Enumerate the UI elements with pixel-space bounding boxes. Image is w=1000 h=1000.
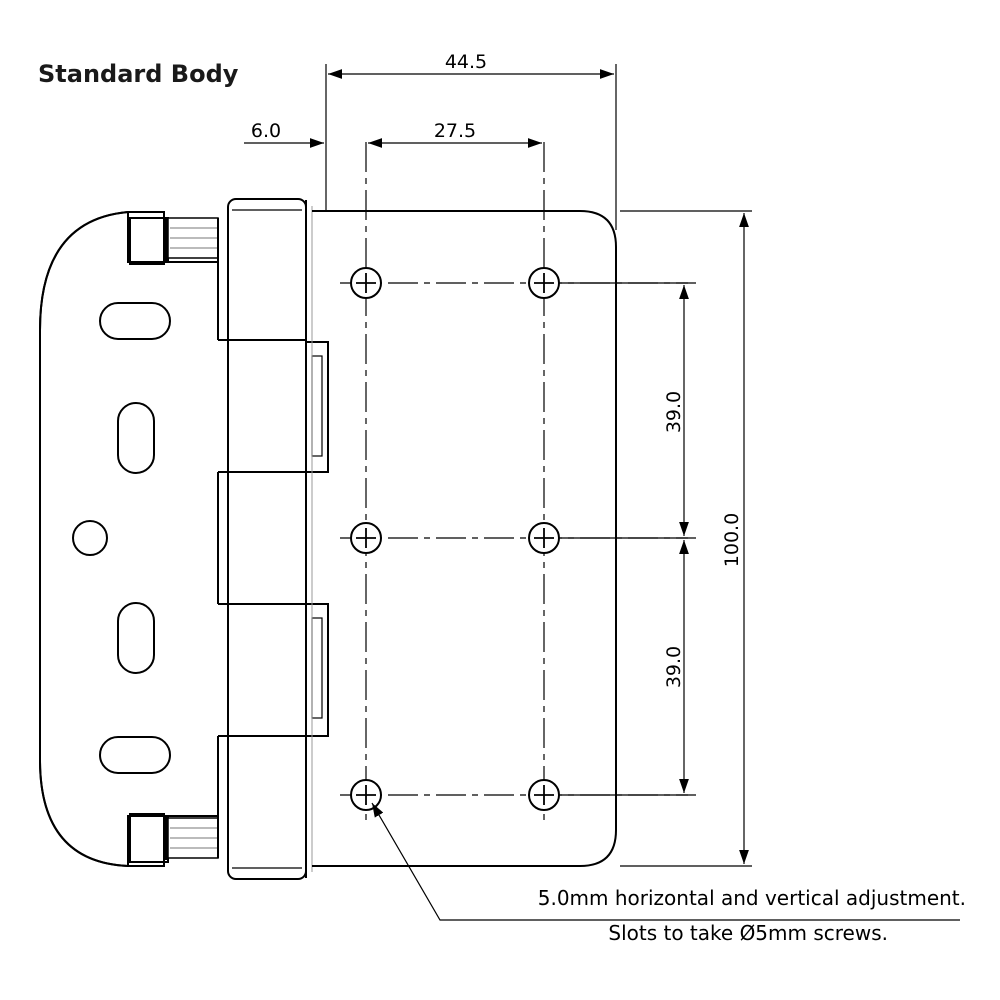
extension-lines [325,64,752,867]
left-leaf-outline [39,211,218,867]
svg-text:44.5: 44.5 [445,51,487,73]
screw-hole-r3c2 [528,779,560,811]
round-hole [72,520,108,556]
svg-text:39.0: 39.0 [663,391,685,433]
svg-text:6.0: 6.0 [251,120,281,142]
centre-lines [340,142,688,820]
hinge-knuckle [217,198,329,880]
left-leaf-edge [39,211,130,867]
note-line-1: 5.0mm horizontal and vertical adjustment… [538,886,966,910]
dim-hole-spacing-vertical-lower: 39.0 [663,540,689,793]
screw-hole-r1c1 [350,267,382,299]
slot-horizontal-top [99,302,171,340]
slot-vertical-lower [117,602,155,674]
note-leader [371,802,960,921]
dim-overall-height: 100.0 [721,213,749,864]
slot-vertical-upper [117,402,155,474]
dim-hole-spacing-vertical-upper: 39.0 [663,285,689,536]
dim-overall-width: 44.5 [328,51,614,79]
screw-hole-r1c2 [528,267,560,299]
top-pin [167,217,219,259]
top-notch [127,212,167,263]
svg-text:39.0: 39.0 [663,646,685,688]
screw-hole-r2c2 [528,522,560,554]
slot-horizontal-bottom [99,736,171,774]
bottom-notch [127,815,167,866]
screw-hole-r2c1 [350,522,382,554]
note-line-2: Slots to take Ø5mm screws. [608,921,888,945]
svg-text:100.0: 100.0 [721,513,743,567]
svg-text:27.5: 27.5 [434,120,476,142]
dim-hole-spacing-horizontal: 27.5 [368,120,542,148]
drawing-title: Standard Body [38,60,239,88]
screw-hole-r3c1 [350,779,382,811]
dim-offset: 6.0 [244,120,324,148]
bottom-pin [167,817,219,859]
